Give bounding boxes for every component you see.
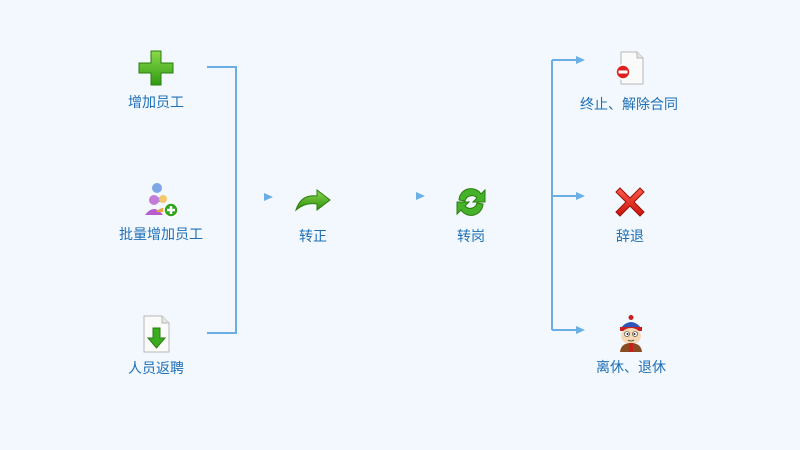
- transfer-node[interactable]: 转岗: [441, 182, 501, 246]
- left-bracket-connector: [207, 66, 237, 334]
- download-document-icon: [143, 315, 170, 353]
- retire-label: 离休、退休: [596, 360, 666, 376]
- rehire-label: 人员返聘: [128, 361, 184, 377]
- arrow-to-transfer: [362, 192, 425, 200]
- right-bracket-connector: [551, 59, 578, 331]
- character-icon: [620, 315, 642, 352]
- refresh-icon: [456, 188, 486, 216]
- retire-node[interactable]: 离休、退休: [586, 313, 676, 377]
- batch-add-employee-node[interactable]: 批量增加员工: [106, 180, 216, 244]
- resign-node[interactable]: 辞退: [600, 182, 660, 246]
- right-arrowheads: [576, 56, 585, 334]
- rehire-node[interactable]: 人员返聘: [116, 314, 196, 378]
- arrow-to-regularize: [210, 193, 273, 201]
- red-x-icon: [615, 187, 645, 217]
- add-employee-label: 增加员工: [128, 95, 184, 111]
- batch-add-employee-label: 批量增加员工: [119, 227, 203, 243]
- terminate-contract-node[interactable]: 终止、解除合同: [574, 50, 684, 114]
- regularize-node[interactable]: 转正: [283, 182, 343, 246]
- green-plus-icon: [138, 50, 174, 86]
- terminate-contract-label: 终止、解除合同: [580, 97, 678, 113]
- green-arrow-icon: [294, 188, 331, 212]
- resign-label: 辞退: [616, 229, 644, 245]
- transfer-label: 转岗: [457, 229, 485, 245]
- regularize-label: 转正: [299, 229, 327, 245]
- users-add-icon: [145, 183, 179, 218]
- add-employee-node[interactable]: 增加员工: [116, 48, 196, 112]
- document-remove-icon: [615, 51, 644, 85]
